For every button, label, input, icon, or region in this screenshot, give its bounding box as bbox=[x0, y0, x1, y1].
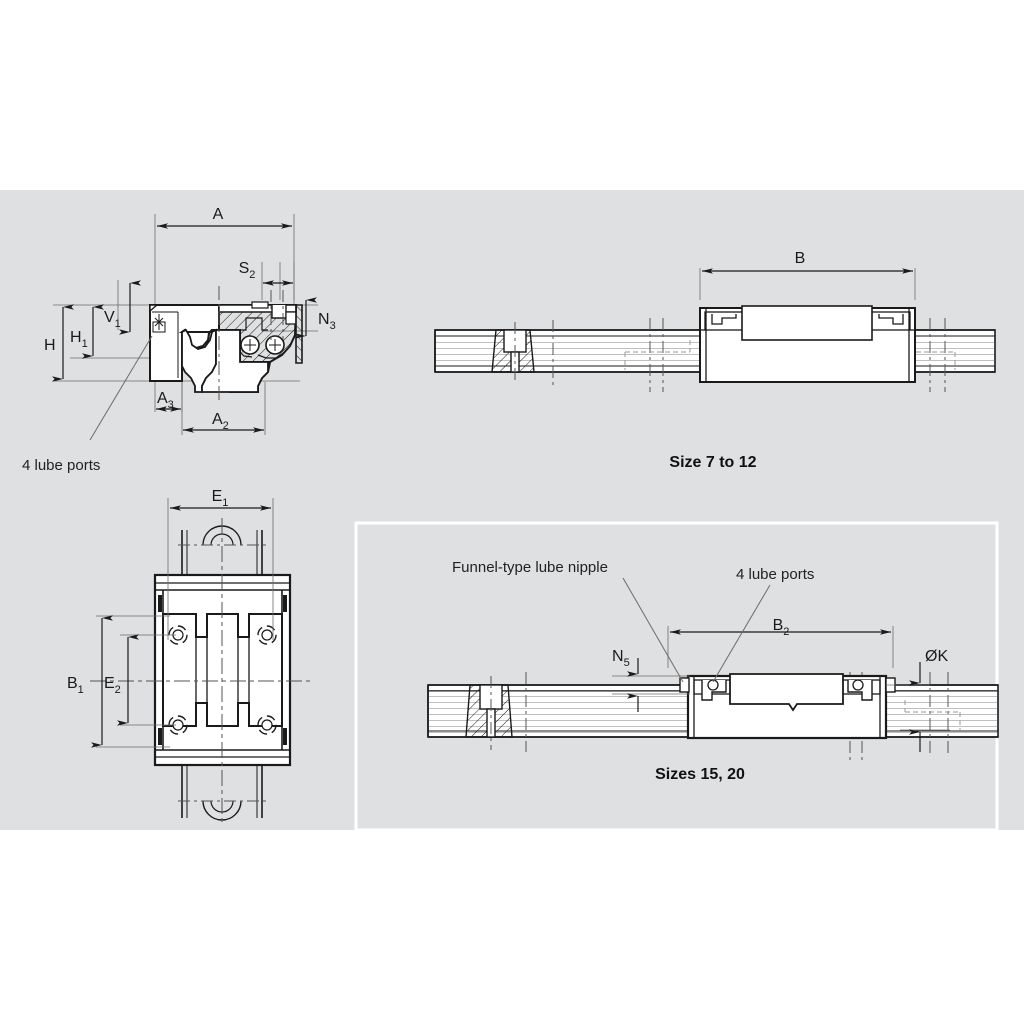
leader-funnel-nipple bbox=[622, 577, 684, 683]
ball-lower bbox=[265, 335, 285, 355]
leader-lube-ports bbox=[89, 335, 153, 441]
label-S2: S2 bbox=[239, 260, 256, 281]
break-lines-large bbox=[525, 672, 949, 760]
label-E1: E1 bbox=[212, 488, 229, 509]
label-B1: B1 bbox=[67, 675, 84, 696]
label-A3: A3 bbox=[157, 390, 174, 411]
label-4-lube-ports: 4 lube ports bbox=[22, 457, 100, 474]
bolt-centerlines bbox=[270, 290, 284, 340]
threaded-hole-tr bbox=[257, 625, 277, 645]
labels: A S2 N3 H H1 V1 A3 A2 4 lube ports B Siz… bbox=[22, 206, 948, 783]
lube-port-right bbox=[852, 679, 864, 691]
rail-mounting-hole-large bbox=[465, 676, 513, 750]
label-H: H bbox=[44, 337, 56, 354]
label-A: A bbox=[213, 206, 224, 223]
label-H1: H1 bbox=[70, 329, 88, 350]
end-seal bbox=[295, 304, 303, 364]
lube-port-symbol bbox=[152, 314, 166, 333]
caption-size-7-to-12: Size 7 to 12 bbox=[669, 454, 756, 471]
hidden-lines-large bbox=[904, 700, 961, 730]
panel-border bbox=[354, 521, 999, 832]
label-N5: N5 bbox=[612, 648, 630, 669]
rail-mounting-hole-small bbox=[491, 322, 535, 382]
caption-sizes-15-20: Sizes 15, 20 bbox=[655, 766, 745, 783]
label-A2: A2 bbox=[212, 411, 229, 432]
dimension-N5 bbox=[612, 658, 690, 712]
lube-port-left bbox=[707, 679, 719, 691]
leader-lube-ports-2 bbox=[712, 584, 771, 683]
carriage-side-small bbox=[699, 305, 916, 383]
label-V1: V1 bbox=[104, 309, 121, 330]
view-plan bbox=[90, 498, 312, 825]
label-4-lube-ports-2: 4 lube ports bbox=[736, 566, 814, 583]
dimension-B bbox=[699, 268, 916, 300]
label-B2: B2 bbox=[773, 617, 790, 638]
view-cross-section bbox=[52, 214, 318, 441]
dimension-B2 bbox=[667, 626, 894, 668]
view-side-small bbox=[434, 268, 996, 392]
funnel-nipple-stub bbox=[679, 677, 690, 693]
break-lines-small bbox=[552, 318, 946, 392]
dimension-OK bbox=[886, 662, 950, 752]
threaded-hole-br bbox=[257, 715, 277, 735]
label-OK: ØK bbox=[925, 648, 948, 665]
label-B: B bbox=[795, 250, 806, 267]
carriage-side-large bbox=[679, 673, 896, 740]
view-side-large bbox=[354, 521, 999, 832]
ball-upper bbox=[240, 335, 260, 355]
label-funnel-nipple: Funnel-type lube nipple bbox=[452, 559, 608, 576]
label-E2: E2 bbox=[104, 675, 121, 696]
label-N3: N3 bbox=[318, 311, 336, 332]
